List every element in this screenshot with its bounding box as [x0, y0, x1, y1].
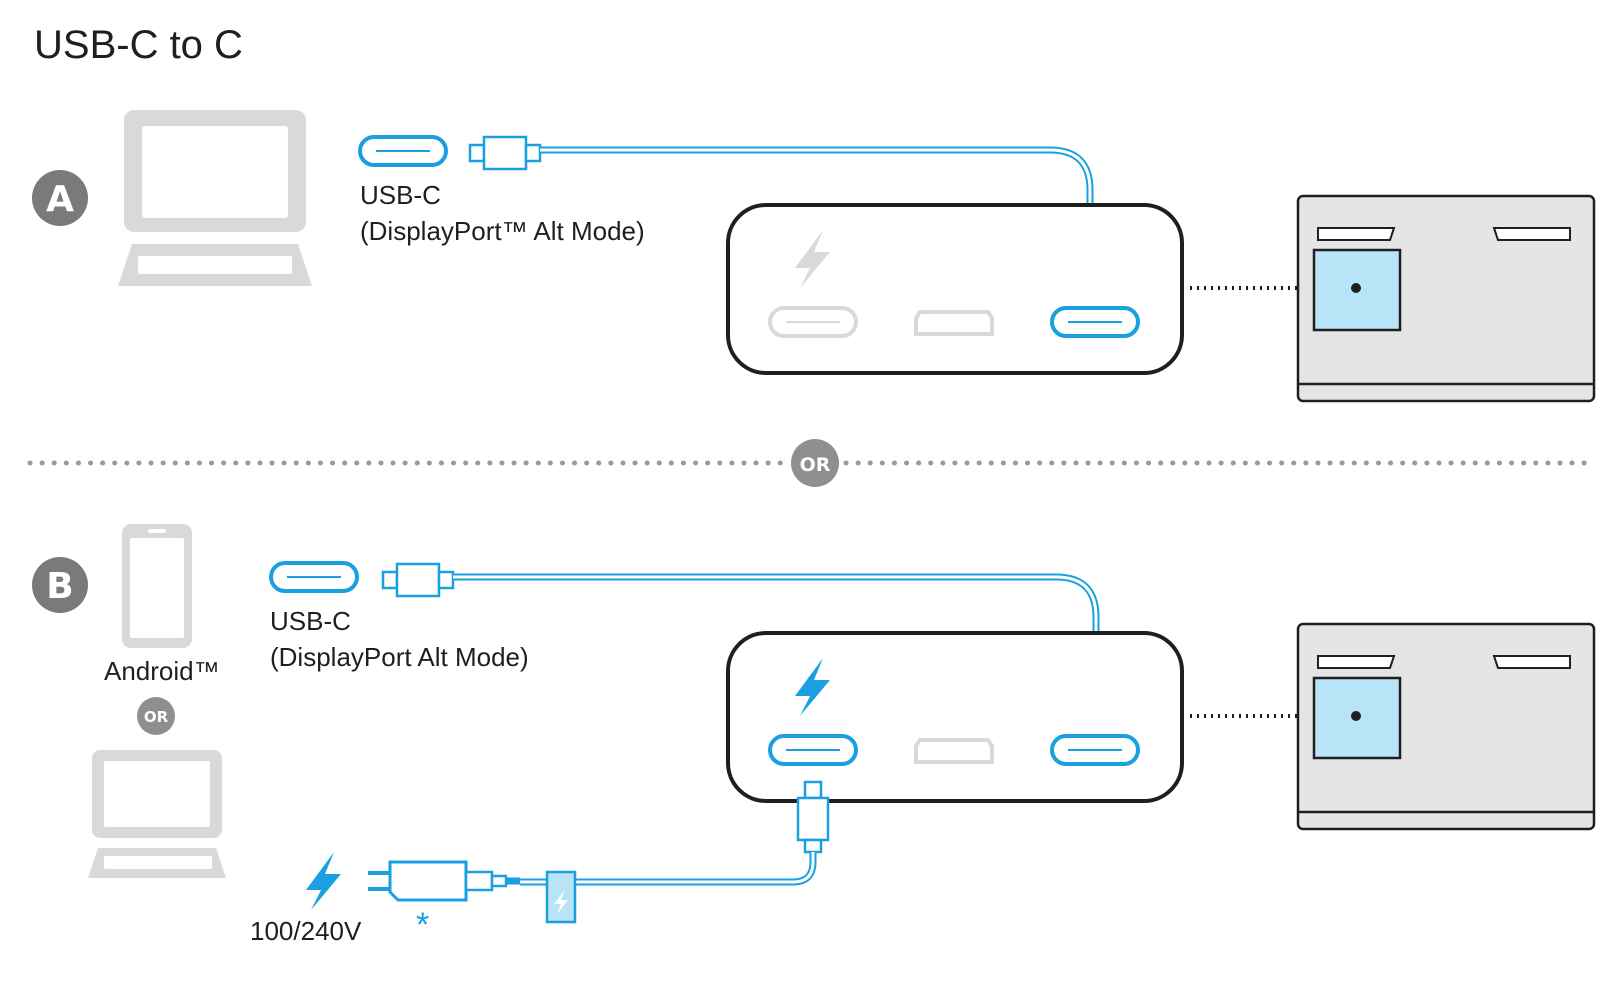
- power-bolt-icon: [795, 658, 830, 716]
- power-cable: [520, 780, 830, 886]
- hdmi-port-icon: [914, 310, 994, 336]
- section-b: B Android™ OR USB-C (DisplayPort Alt Mod…: [32, 524, 1596, 946]
- power-adapter-icon: [368, 860, 520, 902]
- power-bolt-icon: [795, 230, 830, 288]
- phone-icon: [122, 524, 192, 648]
- or-badge: [791, 439, 839, 487]
- footnote-mark: *: [416, 906, 429, 944]
- usb-c-label: USB-C: [270, 606, 351, 636]
- or-badge-label: OR: [144, 708, 169, 726]
- displayport-label: (DisplayPort™ Alt Mode): [360, 216, 645, 246]
- or-badge-label: OR: [800, 454, 831, 476]
- hub: [726, 631, 1184, 803]
- device-box: [1296, 194, 1596, 403]
- displayport-label: (DisplayPort Alt Mode): [270, 642, 529, 672]
- or-badge: [137, 697, 175, 735]
- hub: [726, 203, 1184, 375]
- badge-a: [32, 170, 88, 226]
- laptop-icon: [118, 110, 312, 286]
- voltage-label: 100/240V: [250, 916, 362, 946]
- laptop-icon: [88, 750, 226, 878]
- usb-c-label: USB-C: [360, 180, 441, 210]
- page-title: USB-C to C: [34, 23, 243, 67]
- android-label: Android™: [104, 656, 220, 686]
- badge-b-label: B: [46, 566, 73, 607]
- separator: OR: [27, 439, 1599, 487]
- badge-a-label: A: [46, 179, 74, 220]
- power-bolt-icon: [306, 852, 341, 910]
- device-box: [1296, 622, 1596, 831]
- cable-tag-icon: [545, 870, 577, 924]
- section-a: A USB-C (DisplayPort™ Alt Mode): [32, 110, 1596, 403]
- hdmi-port-icon: [914, 738, 994, 764]
- badge-b: [32, 557, 88, 613]
